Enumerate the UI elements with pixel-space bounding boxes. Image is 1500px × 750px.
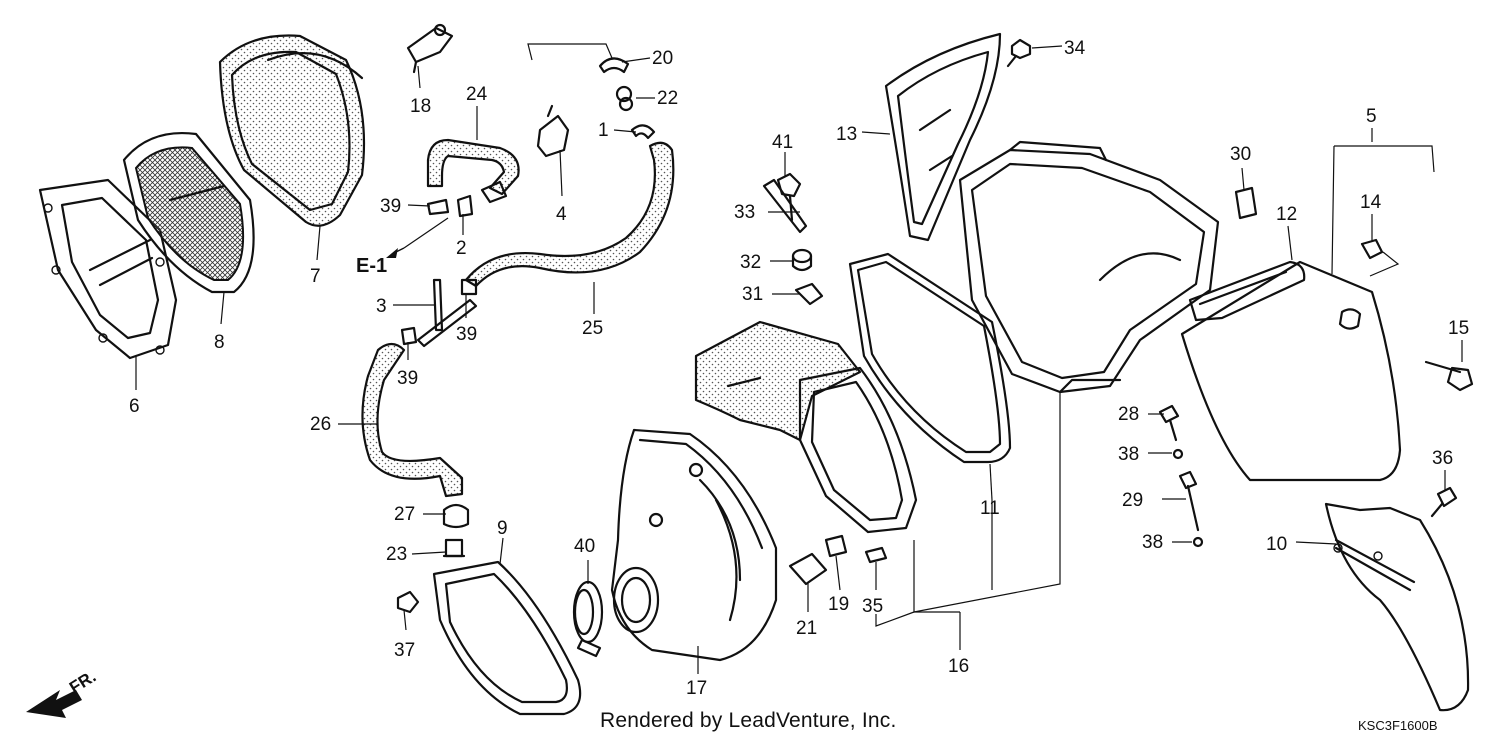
cap-part-21	[788, 552, 828, 586]
render-credit: Rendered by LeadVenture, Inc.	[600, 709, 897, 732]
hose-clamp-part-40	[572, 580, 604, 658]
callout-40: 40	[574, 536, 595, 557]
callout-30: 30	[1230, 144, 1251, 165]
callout-25: 25	[582, 318, 603, 339]
callout-36: 36	[1432, 448, 1453, 469]
clip-part-30	[1234, 186, 1258, 220]
mud-guard-part-10	[1324, 502, 1470, 712]
callout-13: 13	[836, 124, 857, 145]
callout-8: 8	[214, 332, 225, 353]
bolt-part-15	[1424, 360, 1474, 392]
e1-reference-label: E-1	[356, 255, 387, 277]
callout-39-lower: 39	[397, 368, 418, 389]
leader-lines	[135, 43, 1463, 674]
bracket-part-4	[536, 104, 570, 158]
bolt-part-36	[1430, 486, 1458, 518]
cover-part-13	[884, 32, 1002, 242]
callout-14: 14	[1360, 192, 1382, 213]
clip-part-39-lower	[400, 326, 418, 346]
bolt-part-34	[1006, 38, 1032, 68]
collar-part-32	[791, 248, 813, 272]
seal-part-11	[848, 252, 1012, 464]
callout-23: 23	[386, 544, 407, 565]
callout-18: 18	[410, 96, 431, 117]
callout-17: 17	[686, 678, 707, 699]
airbox-body-part-16	[958, 140, 1220, 394]
rod-part-29	[1178, 470, 1200, 532]
stay-part-33	[762, 178, 808, 234]
callout-28: 28	[1118, 404, 1139, 425]
e1-reference-arrow: E-1	[356, 247, 405, 277]
front-direction-arrow: FR.	[26, 667, 99, 718]
fitting-part-20	[598, 57, 630, 74]
callout-41: 41	[772, 132, 793, 153]
callout-21: 21	[796, 618, 817, 639]
clip-part-39-middle	[460, 278, 478, 296]
breather-fitting-part-18	[406, 23, 454, 74]
callout-5: 5	[1366, 106, 1377, 127]
callout-37: 37	[394, 640, 415, 661]
airbox-side-panel	[798, 366, 918, 534]
hose-part-25	[464, 141, 675, 288]
callout-3: 3	[376, 296, 387, 317]
seal-part-12	[1188, 260, 1306, 322]
callout-1: 1	[598, 120, 609, 141]
callout-9: 9	[497, 518, 508, 539]
hose-part-24	[426, 138, 520, 204]
filter-frame-part-6	[38, 178, 178, 360]
callout-39-upper: 39	[380, 196, 401, 217]
pipe-part-3	[416, 278, 478, 348]
grommet-part-23	[442, 538, 466, 558]
callout-12: 12	[1276, 204, 1297, 225]
callout-24: 24	[466, 84, 488, 105]
gasket-part-9	[432, 560, 582, 716]
callout-19: 19	[828, 594, 849, 615]
clip-part-39-upper	[426, 198, 450, 216]
callout-34: 34	[1064, 38, 1086, 59]
callout-32: 32	[740, 252, 761, 273]
screw-part-35	[864, 546, 888, 564]
intake-tube-part-17	[610, 428, 778, 662]
diagram-code: KSC3F1600B	[1358, 718, 1438, 733]
clip-part-19	[824, 534, 848, 558]
callout-27: 27	[394, 504, 415, 525]
nut-part-37	[396, 590, 420, 614]
callout-16: 16	[948, 656, 969, 677]
fitting-part-22	[615, 85, 634, 112]
bolt-part-28	[1158, 404, 1180, 442]
foam-air-filter-part-7	[218, 34, 366, 227]
callout-29: 29	[1122, 490, 1143, 511]
callout-7: 7	[310, 266, 321, 287]
callout-2: 2	[456, 238, 467, 259]
callout-10: 10	[1266, 534, 1287, 555]
callout-11: 11	[980, 498, 1000, 519]
callout-6: 6	[129, 396, 140, 417]
clamp-part-27	[442, 503, 470, 529]
callout-20: 20	[652, 48, 673, 69]
washer-part-38-lower	[1192, 536, 1204, 548]
airbox-cover-plate	[694, 320, 862, 442]
callout-31: 31	[742, 284, 763, 305]
callout-15: 15	[1448, 318, 1469, 339]
bolt-part-41	[776, 172, 802, 222]
callout-38-lower: 38	[1142, 532, 1163, 553]
clamp-part-1	[630, 124, 656, 140]
grommet-part-14	[1360, 238, 1384, 260]
callout-39-middle: 39	[456, 324, 477, 345]
callout-22: 22	[657, 88, 678, 109]
mesh-filter-holder-part-8	[122, 132, 255, 294]
callout-38-upper: 38	[1118, 444, 1139, 465]
callout-numbers: 20 22 1 24 18 4 39 2 3 39 39 25 26 27 23…	[129, 38, 1469, 699]
hose-part-26	[361, 342, 464, 498]
callout-4: 4	[556, 204, 567, 225]
clip-part-2	[456, 194, 474, 218]
nut-part-31	[794, 282, 824, 306]
callout-35: 35	[862, 596, 883, 617]
side-cover-part-5	[1180, 260, 1402, 482]
callout-26: 26	[310, 414, 331, 435]
callout-33: 33	[734, 202, 755, 223]
washer-part-38-upper	[1172, 448, 1184, 460]
